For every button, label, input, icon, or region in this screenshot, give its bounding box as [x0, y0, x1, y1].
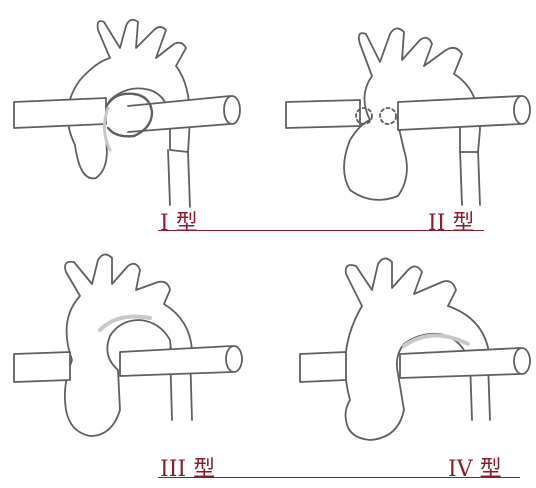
type2-drawing — [286, 28, 530, 205]
type4-drawing — [300, 258, 530, 440]
type3-drawing — [14, 254, 242, 436]
type1-drawing — [14, 20, 240, 207]
label-type-1: I 型 — [160, 212, 198, 236]
label-type-2: II 型 — [428, 212, 474, 236]
label-type-3: III 型 — [160, 458, 215, 482]
label-type-4: IV 型 — [448, 458, 502, 482]
